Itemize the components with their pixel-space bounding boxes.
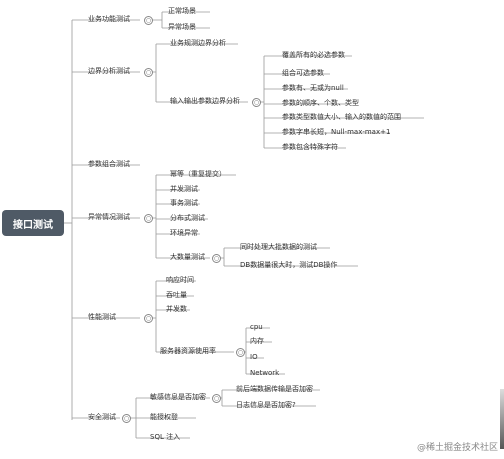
node-security[interactable]: 安全测试 <box>88 413 116 421</box>
node-leaf[interactable]: 能授权登 <box>150 413 178 421</box>
node-leaf[interactable]: IO <box>250 353 258 361</box>
node-bigdata[interactable]: 大数量测试 <box>170 253 205 261</box>
node-leaf[interactable]: 参数的顺序、个数、类型 <box>282 99 359 107</box>
node-leaf[interactable]: Network <box>250 369 280 377</box>
node-leaf[interactable]: 异常场景 <box>168 23 196 31</box>
node-leaf[interactable]: 日志信息是否加密? <box>236 401 296 409</box>
node-business[interactable]: 业务功能测试 <box>88 15 130 23</box>
collapse-toggle-icon[interactable]: ○ <box>236 348 245 357</box>
node-leaf[interactable]: 内存 <box>250 337 264 345</box>
node-leaf[interactable]: 前后端数据传输是否加密 <box>236 385 313 393</box>
node-leaf[interactable]: 响应时间 <box>166 276 194 284</box>
node-leaf[interactable]: 组合可选参数 <box>282 69 324 77</box>
collapse-toggle-icon[interactable]: ○ <box>122 414 131 423</box>
root-node[interactable]: 接口测试 <box>2 210 64 236</box>
node-leaf[interactable]: 参数包含特殊字符 <box>282 143 338 151</box>
node-leaf[interactable]: cpu <box>250 323 263 331</box>
node-combo[interactable]: 参数组合测试 <box>88 160 130 168</box>
collapse-toggle-icon[interactable]: ○ <box>144 16 153 25</box>
node-leaf[interactable]: 分布式测试 <box>170 214 205 222</box>
collapse-toggle-icon[interactable]: ○ <box>144 214 153 223</box>
node-exception[interactable]: 异常情况测试 <box>88 213 130 221</box>
node-resource[interactable]: 服务器资源使用率 <box>160 347 216 355</box>
node-leaf[interactable]: 参数类型数值大小、输入的数值的范围 <box>282 113 401 121</box>
node-leaf[interactable]: 幂等（重复提交） <box>170 170 226 178</box>
node-io[interactable]: 输入输出参数边界分析 <box>170 97 240 105</box>
node-perf[interactable]: 性能测试 <box>88 313 116 321</box>
node-leaf[interactable]: 并发测试 <box>170 185 198 193</box>
node-leaf[interactable]: 环境异常 <box>170 229 198 237</box>
node-leaf[interactable]: 业务规测边界分析 <box>170 39 226 47</box>
collapse-toggle-icon[interactable]: ○ <box>252 98 261 107</box>
node-leaf[interactable]: 正常场景 <box>168 7 196 15</box>
node-leaf[interactable]: SQL 注入 <box>150 433 181 441</box>
node-leaf[interactable]: 并发数 <box>166 305 187 313</box>
collapse-toggle-icon[interactable]: ○ <box>144 314 153 323</box>
root-label: 接口测试 <box>13 219 53 231</box>
node-leaf[interactable]: 覆盖所有的必选参数 <box>282 51 345 59</box>
collapse-toggle-icon[interactable]: ○ <box>212 394 221 403</box>
node-leaf[interactable]: 同时处理大批数据的测试 <box>240 243 317 251</box>
node-boundary[interactable]: 边界分析测试 <box>88 67 130 75</box>
node-sensitive[interactable]: 敏感信息是否加密 <box>150 393 206 401</box>
collapse-toggle-icon[interactable]: ○ <box>144 68 153 77</box>
node-leaf[interactable]: 参数字串长短，Null-max-max+1 <box>282 128 391 136</box>
node-leaf[interactable]: 事务测试 <box>170 199 198 207</box>
node-leaf[interactable]: 参数有、无或为null <box>282 84 344 92</box>
collapse-toggle-icon[interactable]: ○ <box>212 254 221 263</box>
stylus-graphic <box>500 389 504 449</box>
node-leaf[interactable]: 吞吐量 <box>166 291 187 299</box>
node-leaf[interactable]: DB数据量很大时，测试DB操作 <box>240 261 338 269</box>
watermark-text: @稀土掘金技术社区 <box>416 443 498 453</box>
